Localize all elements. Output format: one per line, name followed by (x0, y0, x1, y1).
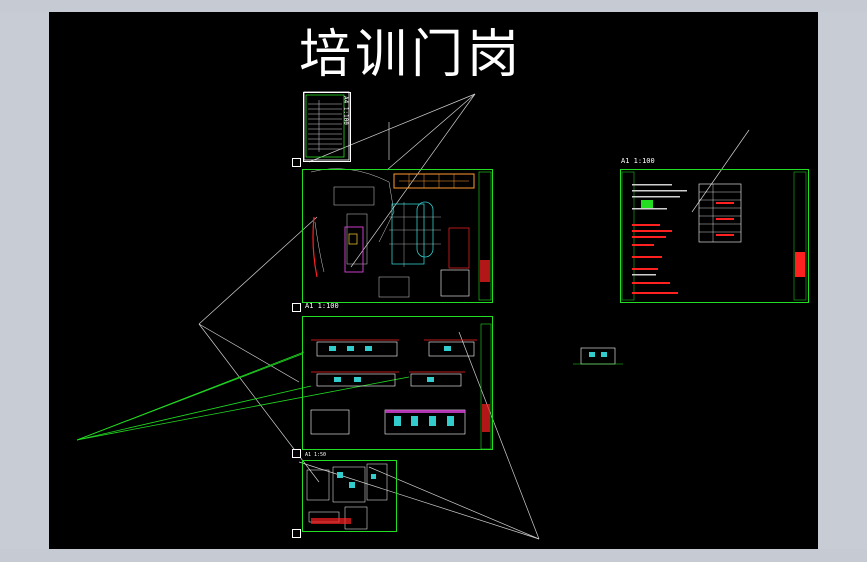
sheet-marker (292, 449, 301, 458)
drawing-title: 培训门岗 (299, 25, 524, 85)
sheet-marker (292, 158, 301, 167)
scale-label-cover: A4 1:100 (342, 96, 349, 125)
sheet-marker (292, 529, 301, 538)
scale-label-details: A1 1:50 (305, 452, 327, 458)
sheet-elevations[interactable] (302, 316, 493, 450)
sheet-notes[interactable] (620, 169, 809, 303)
sheet-marker (292, 303, 301, 312)
scale-label-notes: A1 1:100 (621, 157, 655, 165)
window-frame-top (0, 0, 867, 12)
scale-label-elevations: A1 1:100 (305, 302, 339, 310)
sheet-details[interactable] (302, 460, 397, 532)
sheet-cover[interactable] (303, 92, 351, 162)
window-frame-bottom (0, 549, 867, 562)
sheet-floor-plan[interactable] (302, 169, 493, 303)
cad-drawing-canvas[interactable]: 培训门岗 (49, 12, 818, 549)
drawing-linework (76, 91, 807, 540)
